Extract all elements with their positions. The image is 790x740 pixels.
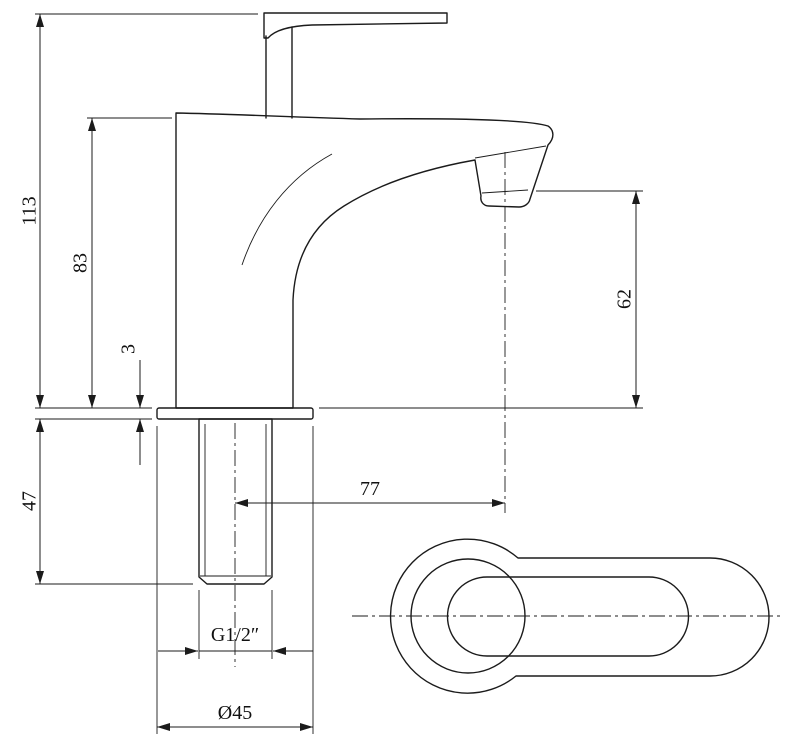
dim-label-spout-outlet-height: 62 bbox=[613, 289, 635, 309]
threaded-shank bbox=[198, 418, 273, 585]
dim-total-height: 113 bbox=[18, 13, 258, 409]
base-plate bbox=[156, 407, 314, 420]
dim-label-base-diameter: Ø45 bbox=[218, 702, 252, 724]
faucet-top-view bbox=[352, 538, 782, 694]
dim-plate-thickness: 3 bbox=[117, 344, 152, 465]
dim-label-plate-thickness: 3 bbox=[117, 344, 139, 354]
top-view-outer-outline bbox=[389, 538, 770, 694]
dim-thread-size: G1/2″ bbox=[158, 590, 313, 659]
dim-label-shank-length: 47 bbox=[18, 491, 40, 511]
handle-lever bbox=[263, 12, 448, 39]
aerator-joint-line bbox=[474, 145, 547, 159]
dim-spout-reach: 77 bbox=[235, 478, 505, 507]
spout-inner-curve bbox=[241, 153, 333, 266]
dim-shank-length: 47 bbox=[18, 418, 193, 585]
dim-label-spout-reach: 77 bbox=[360, 478, 380, 500]
faucet-front-view bbox=[156, 12, 554, 585]
top-view-handle-outline bbox=[446, 576, 690, 657]
dim-body-height: 83 bbox=[69, 117, 172, 408]
centerlines-front-view bbox=[234, 152, 506, 667]
body-and-spout bbox=[175, 112, 554, 409]
dim-spout-outlet-height: 62 bbox=[319, 190, 643, 409]
dim-label-total-height: 113 bbox=[18, 196, 40, 225]
dim-base-diameter: Ø45 bbox=[156, 426, 314, 734]
dim-label-body-height: 83 bbox=[69, 253, 91, 273]
dim-label-thread-size: G1/2″ bbox=[211, 624, 259, 646]
